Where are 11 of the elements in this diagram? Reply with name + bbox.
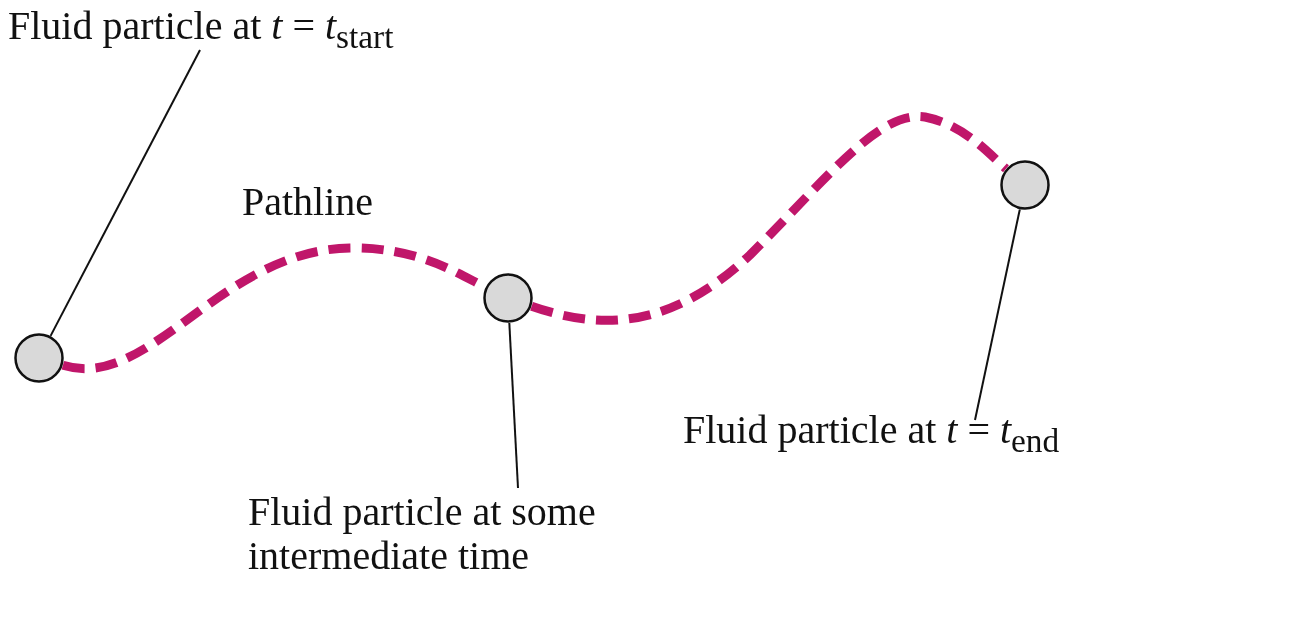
curve-label: Pathline [242, 180, 374, 224]
particle-label: Fluid particle at some intermediate time [248, 490, 718, 578]
pathline-curve [530, 112, 1010, 325]
leader-line [49, 49, 201, 337]
particle-circle [1000, 160, 1050, 210]
particle-label: Fluid particle at t = t$_{end}$ [683, 408, 1293, 463]
particle-label: Fluid particle at t = t$_{start}$ [8, 4, 648, 59]
leader-line [974, 208, 1021, 421]
particle-circle [483, 273, 533, 323]
leader-line [508, 321, 519, 489]
particle-circle [14, 333, 64, 383]
